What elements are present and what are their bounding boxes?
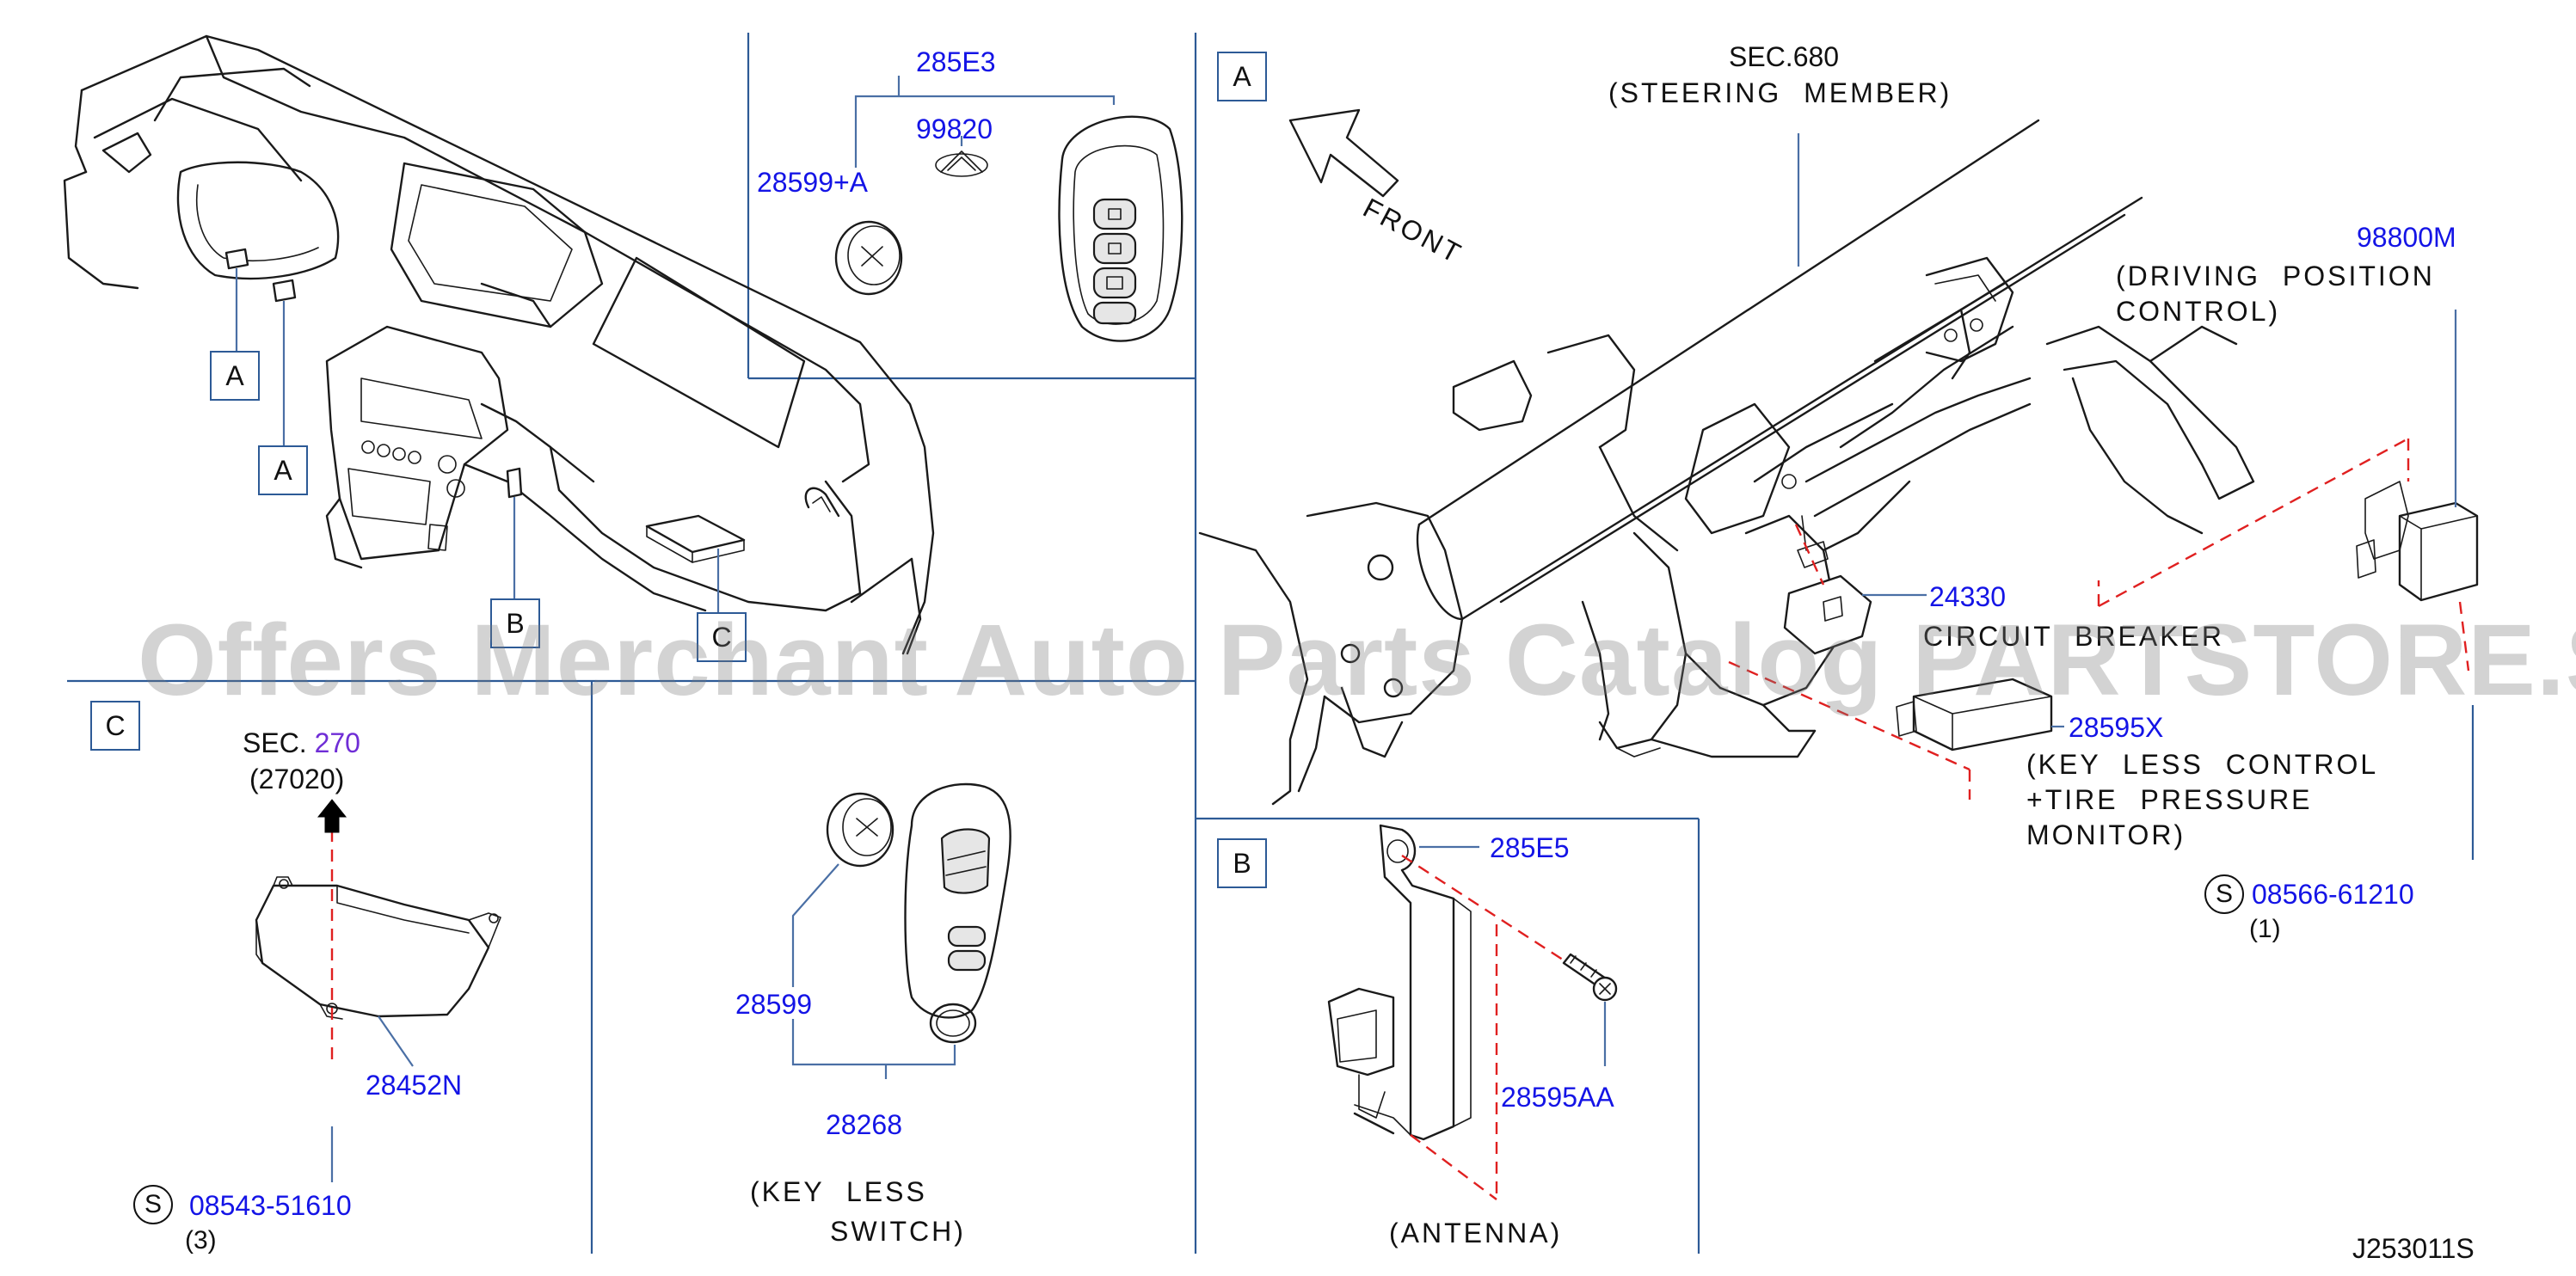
switch-fob <box>904 782 1011 1044</box>
front-arrow <box>1288 108 1399 198</box>
part-28599[interactable]: 28599 <box>735 989 812 1020</box>
sec-270-link[interactable]: 270 <box>314 727 360 758</box>
part-98800m[interactable]: 98800M <box>2357 222 2456 253</box>
screw-qty-c: (3) <box>185 1226 217 1255</box>
section-dividers <box>67 33 2475 1254</box>
part-99820[interactable]: 99820 <box>916 113 993 144</box>
part-28599-a[interactable]: 28599+A <box>757 167 869 198</box>
screw-qty-a: (1) <box>2249 915 2281 943</box>
keyless-control-desc-2: +TIRE PRESSURE <box>2026 784 2313 815</box>
sec-270-prefix-text: SEC. <box>243 727 307 758</box>
part-285e3[interactable]: 285E3 <box>916 46 996 77</box>
screw-symbol-a: S <box>2204 874 2244 914</box>
part-28452n[interactable]: 28452N <box>366 1070 463 1101</box>
antenna-desc: (ANTENNA) <box>1389 1218 1563 1248</box>
keyless-control-desc-1: (KEY LESS CONTROL <box>2026 749 2379 780</box>
steering-member-desc: (STEERING MEMBER) <box>1608 77 1952 108</box>
battery-coin <box>834 220 903 296</box>
switch-battery <box>826 792 895 868</box>
antenna-screw <box>1562 953 1618 1002</box>
section-a-leaders <box>1797 133 2457 728</box>
driving-position-desc-1: (DRIVING POSITION <box>2116 261 2435 291</box>
keyless-switch-desc-2: SWITCH) <box>830 1216 966 1247</box>
driving-position-desc-2: CONTROL) <box>2116 296 2281 327</box>
keyless-switch-group <box>791 782 1011 1079</box>
smart-key <box>1058 115 1183 342</box>
callout-b[interactable]: B <box>490 598 540 648</box>
keyless-control-unit <box>1896 678 2053 751</box>
sec-680-label: SEC.680 <box>1729 41 1840 72</box>
section-b-label: B <box>1217 838 1267 888</box>
circuit-breaker-desc: CIRCUIT BREAKER <box>1923 621 2225 652</box>
emblem <box>935 150 988 177</box>
part-28595x[interactable]: 28595X <box>2069 712 2164 743</box>
bracket-28452n <box>255 830 501 1066</box>
section-c-leaders <box>330 1015 414 1182</box>
sec-270-arrow <box>317 799 347 833</box>
dashboard-illustration <box>63 34 935 655</box>
sec-27020: (27020) <box>249 764 345 794</box>
part-285e5[interactable]: 285E5 <box>1490 832 1570 863</box>
part-28268[interactable]: 28268 <box>826 1109 902 1140</box>
keyless-control-desc-3: MONITOR) <box>2026 819 2186 850</box>
screw-symbol-c: S <box>133 1185 173 1224</box>
section-a-label: A <box>1217 52 1267 101</box>
section-c-label: C <box>90 701 140 751</box>
circuit-breaker-part <box>1783 515 1872 655</box>
callout-a-1[interactable]: A <box>210 351 260 401</box>
dashboard-leaders <box>235 268 720 612</box>
sec-270-prefix: SEC. 270 <box>243 729 360 757</box>
part-24330[interactable]: 24330 <box>1929 581 2006 612</box>
key-fob-group <box>834 76 1183 342</box>
driving-position-unit <box>2356 481 2479 602</box>
part-08543-51610[interactable]: 08543-51610 <box>189 1190 352 1221</box>
section-a-dashed-lines <box>1728 437 2470 800</box>
callout-a-2[interactable]: A <box>258 445 308 495</box>
part-28595aa[interactable]: 28595AA <box>1501 1082 1614 1113</box>
callout-c[interactable]: C <box>697 612 747 662</box>
antenna-assembly <box>1327 824 1618 1200</box>
part-08566-61210[interactable]: 08566-61210 <box>2252 879 2414 910</box>
diagram-code: J253011S <box>2352 1233 2475 1264</box>
keyless-switch-desc-1: (KEY LESS <box>750 1176 927 1207</box>
